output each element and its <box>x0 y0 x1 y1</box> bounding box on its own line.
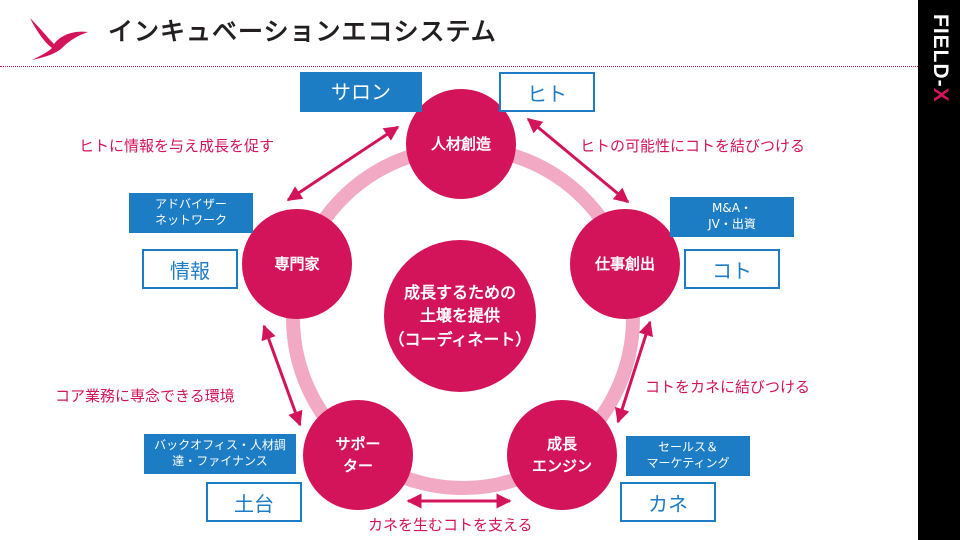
tag-salon: サロン <box>300 72 422 112</box>
node-supporter: サポー ター <box>303 400 413 510</box>
edge-label-expert-talent: ヒトに情報を与え成長を促す <box>79 137 275 155</box>
tag-backoffice: バックオフィス・人材調 達・ファイナンス <box>144 434 296 474</box>
node-talent-creation: 人材創造 <box>406 89 516 199</box>
tag-hito: ヒト <box>499 72 595 112</box>
bird-logo-icon <box>30 18 88 60</box>
tag-johou: 情報 <box>142 249 238 289</box>
edge-label-supporter-growth: カネを生むコトを支える <box>368 516 533 534</box>
node-growth-engine: 成長 エンジン <box>507 400 617 510</box>
arrow-expert-talent <box>286 125 400 202</box>
title-divider <box>0 66 918 67</box>
brand-sidebar: FIELD-X <box>918 0 960 540</box>
tag-koto: コト <box>684 249 780 289</box>
arrow-business-growth <box>614 320 654 424</box>
page-title: インキュベーションエコシステム <box>108 17 497 46</box>
tag-advisor-network: アドバイザー ネットワーク <box>129 193 253 233</box>
edge-label-business-growth: コトをカネに結びつける <box>645 378 811 396</box>
brand-wordmark: FIELD-X <box>929 14 952 103</box>
tag-sales-marketing: セールス＆ マーケティング <box>626 436 750 476</box>
center-node: 成長するための 土壌を提供 （コーディネート） <box>384 240 536 392</box>
node-expert: 専門家 <box>242 209 352 319</box>
node-business-creation: 仕事創出 <box>570 209 680 319</box>
edge-label-expert-supporter: コア業務に専念できる環境 <box>55 387 235 405</box>
arrow-expert-supporter <box>261 324 303 427</box>
arrow-talent-business <box>526 117 630 204</box>
tag-ma-jv: M&A・ JV・出資 <box>670 197 794 237</box>
tag-dodai: 土台 <box>206 482 302 522</box>
edge-label-talent-business: ヒトの可能性にコトを結びつける <box>580 137 806 155</box>
tag-kane: カネ <box>620 482 716 522</box>
